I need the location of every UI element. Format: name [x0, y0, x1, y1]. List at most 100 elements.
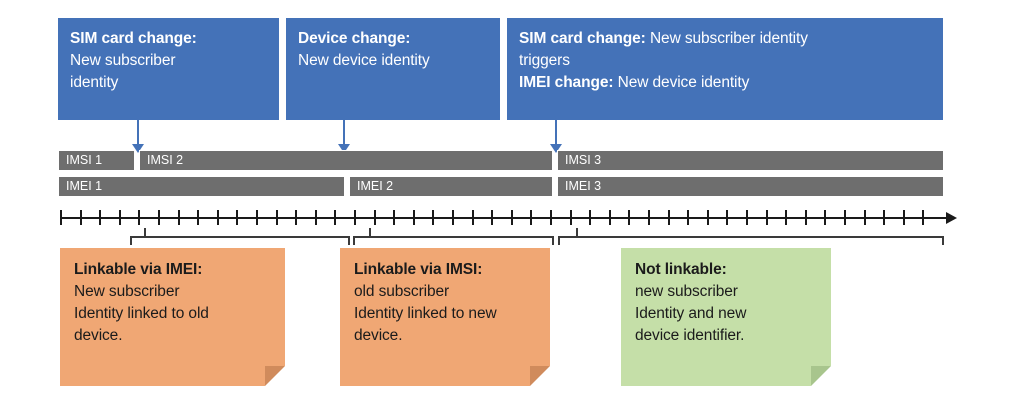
text-line: device identifier. — [635, 327, 745, 345]
text-emphasis: Device change: — [298, 30, 411, 47]
connector-shaft — [137, 120, 139, 144]
arrow-right-icon — [946, 212, 957, 224]
axis-tick — [256, 210, 258, 225]
bracket-left-cap — [130, 236, 132, 245]
axis-tick — [922, 210, 924, 225]
axis-tick — [393, 210, 395, 225]
text-line: New device identity — [298, 52, 430, 69]
text-line: IMEI change: New device identity — [519, 74, 750, 91]
axis-tick — [589, 210, 591, 225]
text-emphasis: Linkable via IMSI: — [354, 261, 483, 278]
bracket-right-cap — [348, 236, 350, 245]
bracket-stem — [144, 228, 146, 236]
axis-tick — [844, 210, 846, 225]
axis-tick — [530, 210, 532, 225]
arrow-down-icon — [338, 144, 350, 153]
axis-tick — [491, 210, 493, 225]
axis-tick — [334, 210, 336, 225]
connector-shaft — [343, 120, 345, 144]
text-emphasis: SIM card change: — [519, 30, 646, 47]
axis-tick — [648, 210, 650, 225]
folded-corner-icon — [530, 366, 550, 386]
axis-line — [60, 217, 948, 219]
period-bracket-linkable-imsi — [353, 228, 554, 245]
axis-tick — [60, 210, 62, 225]
bracket-left-cap — [353, 236, 355, 245]
text-line: Device change: — [298, 28, 488, 50]
identity-segment-imsi-2: IMSI 2 — [139, 150, 553, 171]
axis-tick — [707, 210, 709, 225]
axis-tick — [236, 210, 238, 225]
connector-arrow-sim-change-1 — [131, 120, 145, 153]
axis-tick — [766, 210, 768, 225]
text-line: Linkable via IMEI: — [74, 259, 271, 281]
folded-corner-icon — [811, 366, 831, 386]
timeline-axis — [60, 210, 960, 225]
identity-segment-imei-3: IMEI 3 — [557, 176, 944, 197]
arrow-down-icon — [132, 144, 144, 153]
text-line: old subscriber — [354, 283, 450, 301]
axis-tick — [80, 210, 82, 225]
text-line: Identity linked to new — [354, 305, 497, 323]
axis-tick — [374, 210, 376, 225]
bracket-stem — [369, 228, 371, 236]
axis-tick — [413, 210, 415, 225]
text-emphasis: Not linkable: — [635, 261, 727, 278]
axis-tick — [609, 210, 611, 225]
event-box-sim-card-change-1: SIM card change: New subscriber identity — [58, 18, 279, 120]
axis-tick — [550, 210, 552, 225]
axis-tick — [785, 210, 787, 225]
event-box-device-change: Device change: New device identity — [286, 18, 500, 120]
arrow-down-icon — [550, 144, 562, 153]
text-line: triggers — [519, 52, 570, 69]
event-box-sim-card-and-imei-change: SIM card change: New subscriber identity… — [507, 18, 943, 120]
identity-segment-imei-1: IMEI 1 — [58, 176, 345, 197]
bracket-right-cap — [552, 236, 554, 245]
axis-tick — [197, 210, 199, 225]
axis-tick — [354, 210, 356, 225]
text-line: Not linkable: — [635, 259, 817, 281]
period-bracket-not-linkable — [558, 228, 944, 245]
axis-tick — [158, 210, 160, 225]
axis-tick — [315, 210, 317, 225]
axis-tick — [276, 210, 278, 225]
axis-tick — [687, 210, 689, 225]
text-line: new subscriber — [635, 283, 738, 301]
text-line: identity — [70, 74, 119, 91]
bracket-stem — [576, 228, 578, 236]
text-emphasis: SIM card change: — [70, 30, 197, 47]
connector-arrow-sim-and-imei-change — [549, 120, 563, 153]
text-emphasis: Linkable via IMEI: — [74, 261, 203, 278]
axis-tick — [903, 210, 905, 225]
text-line: device. — [354, 327, 403, 345]
connector-shaft — [555, 120, 557, 144]
text-line: SIM card change: New subscriber identity — [519, 30, 808, 47]
bracket-right-cap — [942, 236, 944, 245]
axis-tick — [99, 210, 101, 225]
axis-tick — [883, 210, 885, 225]
axis-tick — [746, 210, 748, 225]
axis-tick — [432, 210, 434, 225]
text-line: Linkable via IMSI: — [354, 259, 536, 281]
axis-tick — [472, 210, 474, 225]
text-line: New subscriber — [70, 52, 176, 69]
text-line: SIM card change: — [70, 28, 267, 50]
axis-tick — [138, 210, 140, 225]
bracket-span — [558, 236, 944, 238]
text-line: device. — [74, 327, 123, 345]
text-line: Identity and new — [635, 305, 747, 323]
axis-tick — [119, 210, 121, 225]
axis-tick — [668, 210, 670, 225]
bracket-span — [353, 236, 554, 238]
axis-tick — [824, 210, 826, 225]
bracket-left-cap — [558, 236, 560, 245]
identity-segment-imsi-3: IMSI 3 — [557, 150, 944, 171]
axis-tick — [178, 210, 180, 225]
axis-tick — [726, 210, 728, 225]
